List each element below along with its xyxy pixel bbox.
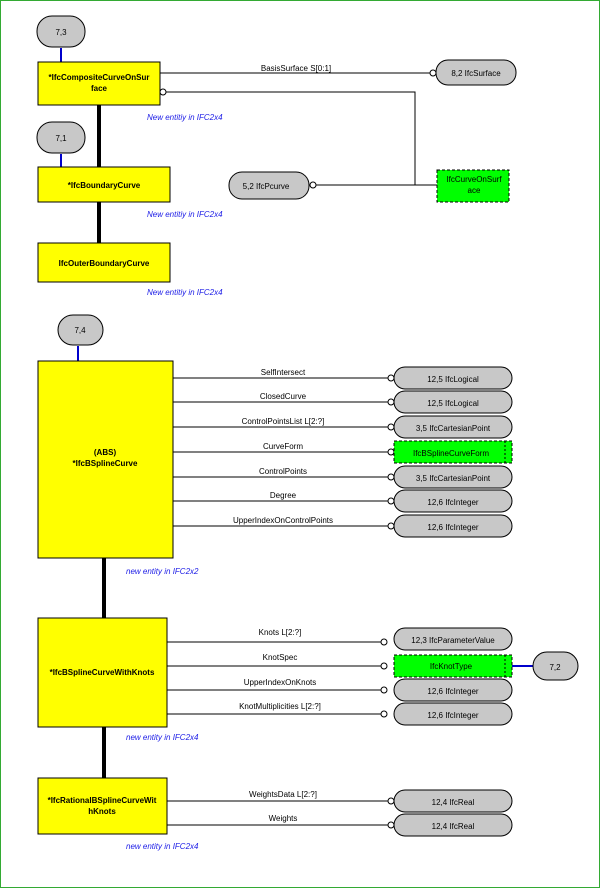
type-ifc-curve-on-surface[interactable] <box>436 169 510 203</box>
note-outer-boundary: New entitiy in IFC2x4 <box>147 288 223 297</box>
type-ifc-bspline-curve-form-label: IfcBSplineCurveForm <box>413 449 489 458</box>
entity-composite-curve-on-surface[interactable] <box>37 61 161 106</box>
ref-ifc-logical-2[interactable] <box>393 390 513 414</box>
page-ref-7-2-label: 7,2 <box>549 663 561 672</box>
ref-ifc-real-1[interactable] <box>393 789 513 813</box>
attr-curve-form: CurveForm <box>263 442 303 451</box>
page-ref-7-1-label: 7,1 <box>55 134 67 143</box>
entity-boundary-curve-label: *IfcBoundaryCurve <box>68 181 141 190</box>
ref-ifc-pcurve-label: 5,2 IfcPcurve <box>243 182 290 191</box>
entity-composite-curve-on-surface-line1: *IfcCompositeCurveOnSur <box>49 73 150 82</box>
page-ref-7-3-label: 7,3 <box>55 28 67 37</box>
note-rational: new entity in IFC2x4 <box>126 842 199 851</box>
attr-knot-spec: KnotSpec <box>263 653 298 662</box>
entity-rational-bspline-curve-with-knots[interactable] <box>37 777 168 835</box>
attr-weights: Weights <box>269 814 298 823</box>
ref-ifc-cartesian-point-1[interactable] <box>393 415 513 439</box>
ref-ifc-integer-1[interactable] <box>393 489 513 513</box>
entity-rational-bspline-line2: hKnots <box>88 807 116 816</box>
note-composite: New entitiy in IFC2x4 <box>147 113 223 122</box>
ref-ifc-integer-1-label: 12,6 IfcInteger <box>427 498 478 507</box>
ref-ifc-real-2-label: 12,4 IfcReal <box>432 822 475 831</box>
type-ifc-curve-on-surface-line2: ace <box>468 186 481 195</box>
entity-rational-bspline-line1: *IfcRationalBSplineCurveWit <box>48 796 157 805</box>
pcurve-select-circle <box>309 181 317 189</box>
ref-ifc-real-1-label: 12,4 IfcReal <box>432 798 475 807</box>
entity-boundary-curve[interactable] <box>37 166 171 203</box>
ref-ifc-pcurve[interactable] <box>228 171 310 200</box>
entity-composite-curve-on-surface-line2: face <box>91 84 108 93</box>
attr-control-points: ControlPoints <box>259 467 307 476</box>
ref-ifc-parameter-value-label: 12,3 IfcParameterValue <box>411 636 495 645</box>
ref-ifc-cartesian-point-1-label: 3,5 IfcCartesianPoint <box>416 424 491 433</box>
ref-ifc-parameter-value[interactable] <box>393 627 513 651</box>
entity-bspline-curve-name: *IfcBSplineCurve <box>73 459 138 468</box>
attr-degree: Degree <box>270 491 297 500</box>
attr-knot-multiplicities: KnotMultiplicities L[2:?] <box>239 702 321 711</box>
entity-bspline-curve-with-knots[interactable] <box>37 617 168 728</box>
page-ref-7-4[interactable] <box>57 314 104 346</box>
type-ifc-bspline-curve-form[interactable] <box>393 440 513 464</box>
ref-ifc-integer-4-label: 12,6 IfcInteger <box>427 711 478 720</box>
entity-outer-boundary-curve-label: IfcOuterBoundaryCurve <box>59 259 150 268</box>
type-ifc-knot-type-label: IfcKnotType <box>430 662 473 671</box>
page-ref-7-3[interactable] <box>36 15 86 48</box>
attr-closed-curve: ClosedCurve <box>260 392 307 401</box>
entity-outer-boundary-curve[interactable] <box>37 242 171 283</box>
bspline-attributes: SelfIntersect 12,5 IfcLogical ClosedCurv… <box>173 366 513 538</box>
ref-ifc-logical-1[interactable] <box>393 366 513 390</box>
ref-ifc-integer-2-label: 12,6 IfcInteger <box>427 523 478 532</box>
knots-attributes: Knots L[2:?] 12,3 IfcParameterValue Knot… <box>167 627 579 726</box>
attr-upper-index-on-control-points: UpperIndexOnControlPoints <box>233 516 333 525</box>
type-ifc-curve-on-surface-line1: IfcCurveOnSurf <box>446 175 502 184</box>
rational-attributes: WeightsData L[2:?] 12,4 IfcReal Weights … <box>167 789 513 837</box>
select-line-curve-on-surface <box>166 91 437 186</box>
note-bspline-with-knots: new entity in IFC2x4 <box>126 733 199 742</box>
attr-upper-index-on-knots: UpperIndexOnKnots <box>244 678 317 687</box>
ref-ifc-surface-label: 8,2 IfcSurface <box>451 69 501 78</box>
attr-weights-data: WeightsData L[2:?] <box>249 790 317 799</box>
page-ref-7-4-label: 7,4 <box>74 326 86 335</box>
ref-ifc-integer-3[interactable] <box>393 678 513 702</box>
entity-bspline-curve-abs: (ABS) <box>94 448 117 457</box>
relation-end-basis-surface <box>429 69 437 77</box>
type-ifc-knot-type[interactable] <box>393 654 513 678</box>
attr-basis-surface: BasisSurface S[0:1] <box>261 64 331 73</box>
ref-ifc-real-2[interactable] <box>393 813 513 837</box>
note-bspline: new entity in IFC2x2 <box>126 567 199 576</box>
entity-bspline-curve-with-knots-label: *IfcBSplineCurveWithKnots <box>50 668 155 677</box>
ref-ifc-cartesian-point-2[interactable] <box>393 465 513 489</box>
select-origin-circle <box>159 88 167 96</box>
ref-ifc-cartesian-point-2-label: 3,5 IfcCartesianPoint <box>416 474 491 483</box>
attr-control-points-list: ControlPointsList L[2:?] <box>242 417 325 426</box>
ref-ifc-integer-3-label: 12,6 IfcInteger <box>427 687 478 696</box>
ref-ifc-surface[interactable] <box>435 59 517 86</box>
attr-knots: Knots L[2:?] <box>259 628 302 637</box>
page-ref-7-1[interactable] <box>36 121 86 154</box>
ref-ifc-integer-2[interactable] <box>393 514 513 538</box>
ref-ifc-integer-4[interactable] <box>393 702 513 726</box>
ref-ifc-logical-2-label: 12,5 IfcLogical <box>427 399 479 408</box>
page-ref-7-2[interactable] <box>532 651 579 681</box>
note-boundary: New entitiy in IFC2x4 <box>147 210 223 219</box>
ref-ifc-logical-1-label: 12,5 IfcLogical <box>427 375 479 384</box>
attr-self-intersect: SelfIntersect <box>261 368 306 377</box>
